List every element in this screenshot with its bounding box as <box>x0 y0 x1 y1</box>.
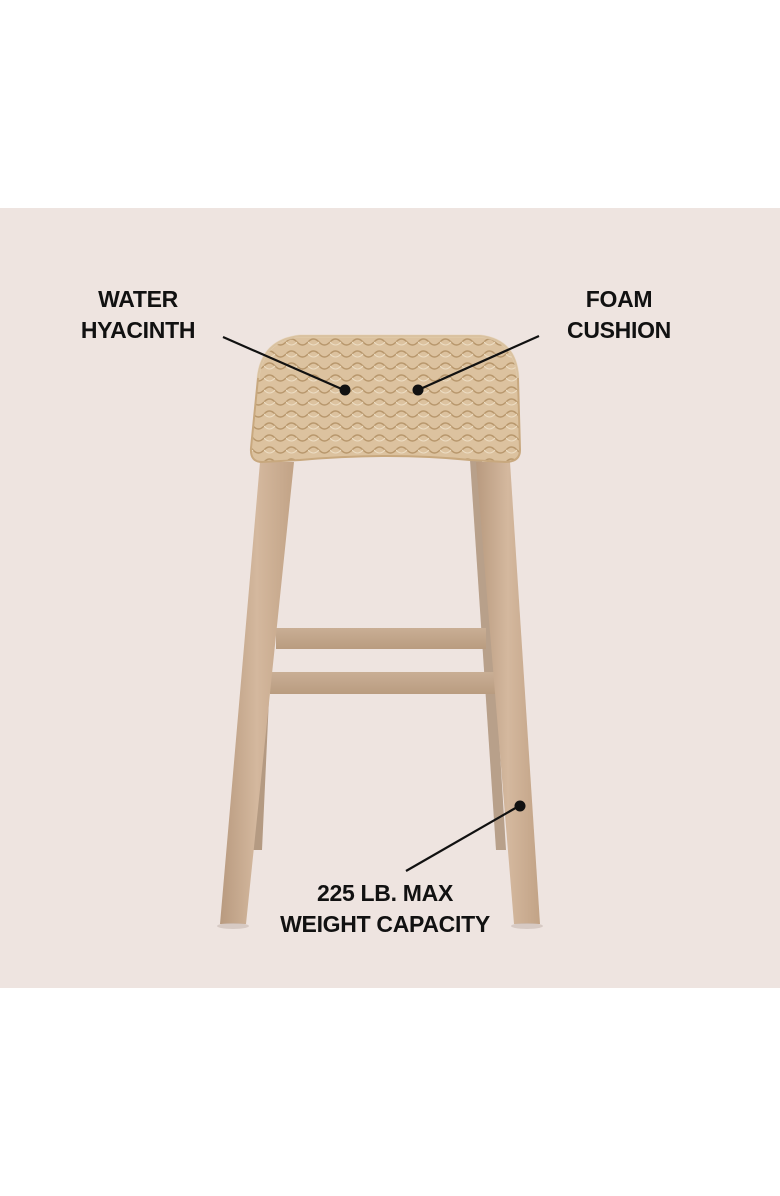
callout-weight-capacity: 225 LB. MAX WEIGHT CAPACITY <box>256 878 514 940</box>
callout-line: 225 LB. MAX <box>316 880 453 906</box>
callout-line: WATER <box>98 286 178 312</box>
callout-line: HYACINTH <box>80 317 196 343</box>
callout-foam-cushion: FOAM CUSHION <box>548 284 690 346</box>
callout-line: WEIGHT CAPACITY <box>280 911 490 937</box>
callout-leaders <box>222 334 540 872</box>
stretchers <box>270 628 496 694</box>
back-legs <box>252 460 506 850</box>
callout-water-hyacinth: WATER HYACINTH <box>62 284 214 346</box>
woven-seat <box>249 334 522 464</box>
callout-line: CUSHION <box>567 317 671 343</box>
callout-line: FOAM <box>585 286 653 312</box>
